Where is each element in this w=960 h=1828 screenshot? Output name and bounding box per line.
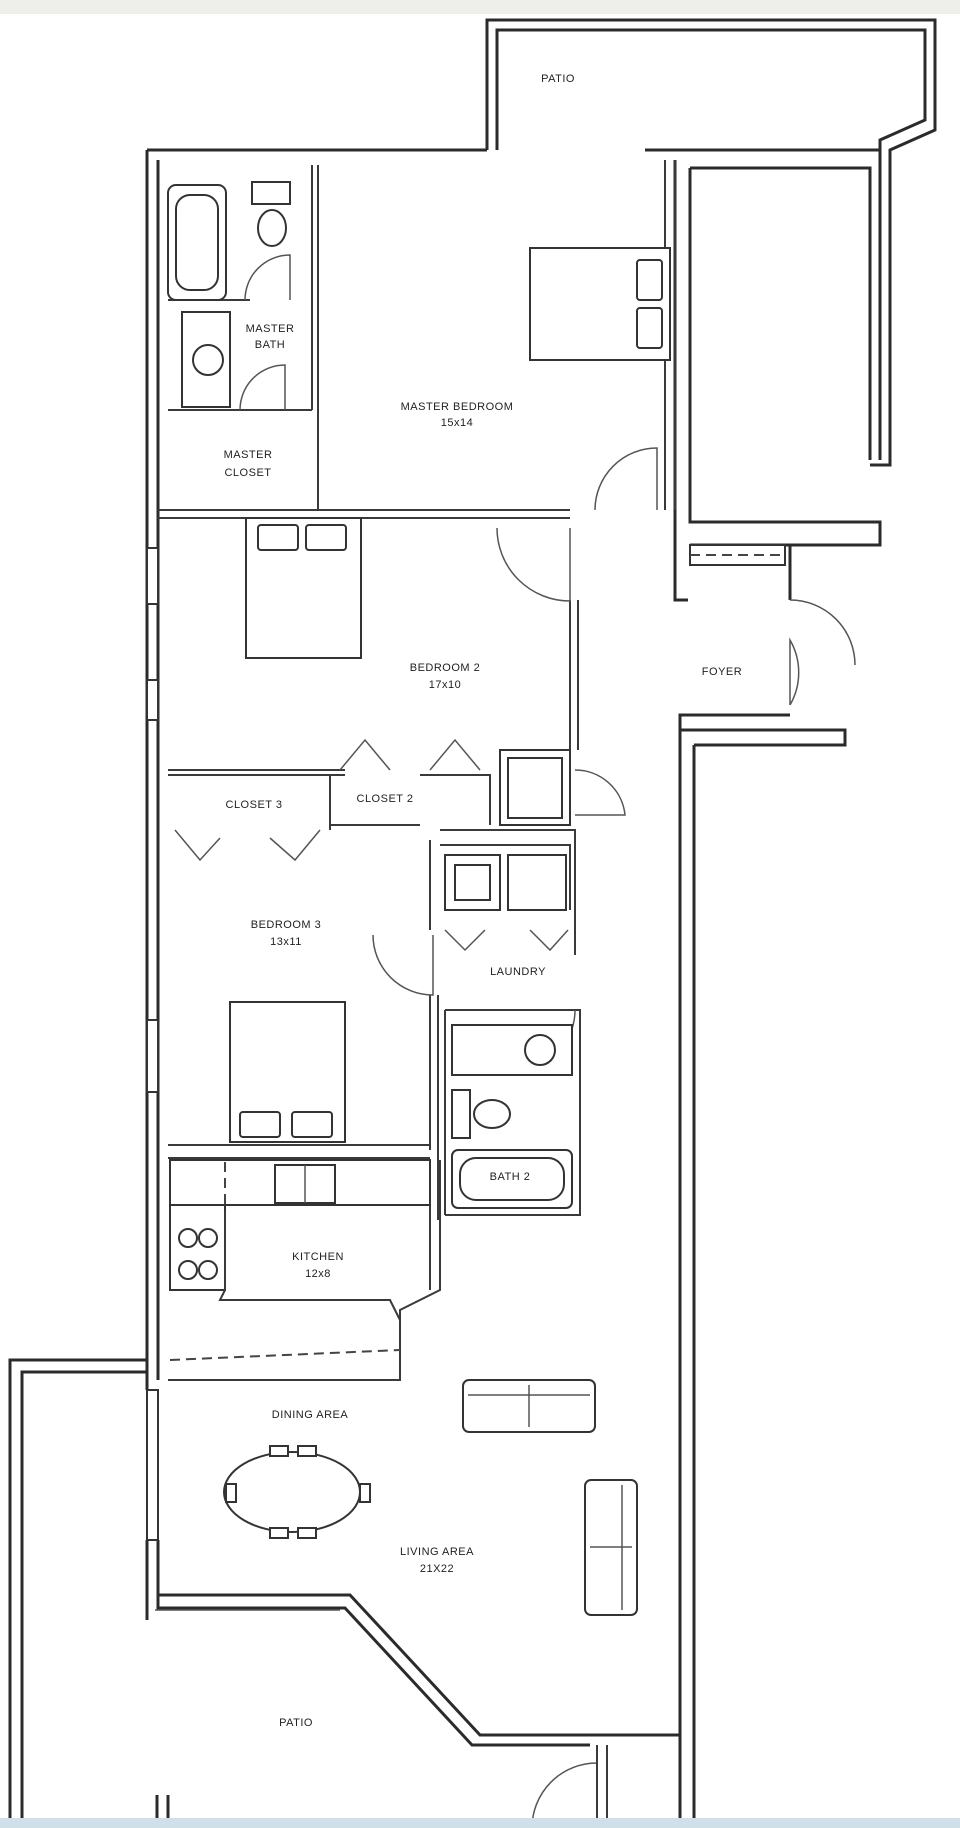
master-closet-label-2: CLOSET (224, 467, 271, 479)
bedroom-2-label: BEDROOM 2 (410, 662, 481, 674)
kitchen-label: KITCHEN (292, 1251, 344, 1263)
patio-top-label: PATIO (541, 73, 575, 85)
living-area-size: 21X22 (420, 1563, 454, 1575)
dining-area-label: DINING AREA (272, 1409, 349, 1421)
bedroom-3-label: BEDROOM 3 (251, 919, 322, 931)
master-bedroom-size: 15x14 (441, 417, 473, 429)
bedroom-3-size: 13x11 (270, 936, 302, 948)
master-closet-label-1: MASTER (224, 449, 273, 461)
closet-3-label: CLOSET 3 (226, 799, 283, 811)
closet-2-label: CLOSET 2 (357, 793, 414, 805)
master-bath-label-1: MASTER (246, 323, 295, 335)
living-area-label: LIVING AREA (400, 1546, 474, 1558)
kitchen-size: 12x8 (305, 1268, 331, 1280)
patio-bottom-label: PATIO (279, 1717, 313, 1729)
bedroom-2-size: 17x10 (429, 679, 461, 691)
master-bedroom-label: MASTER BEDROOM (401, 401, 514, 413)
fixtures (167, 181, 786, 1616)
bath-2-label: BATH 2 (490, 1171, 531, 1183)
bottom-strip (0, 1818, 960, 1828)
doors (174, 254, 856, 1828)
top-strip (0, 0, 960, 14)
master-bath-label-2: BATH (255, 339, 286, 351)
windows (146, 547, 340, 1611)
laundry-label: LAUNDRY (490, 966, 546, 978)
room-labels: PATIO MASTER BATH MASTER CLOSET MASTER B… (224, 73, 742, 1729)
foyer-label: FOYER (702, 666, 742, 678)
